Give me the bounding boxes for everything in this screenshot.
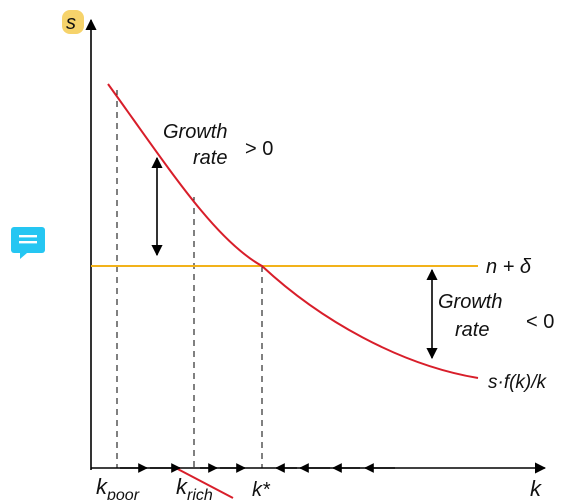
horizontal-line-label: n + δ	[486, 256, 532, 278]
y-label-highlight	[62, 10, 84, 34]
upper-growth-line2: rate	[193, 147, 227, 169]
x-mark-kpoor: kpoor	[96, 474, 140, 500]
curve-label: s·f(k)/k	[488, 372, 548, 393]
lower-growth-line1: Growth	[438, 291, 502, 313]
lower-growth-line2: rate	[455, 319, 489, 341]
red-stroke-mark	[171, 465, 234, 499]
comment-icon	[11, 227, 45, 259]
kpoor-sub: poor	[106, 487, 140, 500]
comment-button[interactable]	[10, 226, 46, 260]
y-axis-label: s	[66, 12, 76, 34]
x-mark-kstar: k*	[252, 479, 271, 500]
x-mark-krich: krich	[176, 474, 213, 500]
kpoor-base: k	[96, 474, 108, 499]
upper-growth-sign: > 0	[245, 138, 273, 160]
x-axis-label: k	[530, 476, 542, 500]
upper-growth-line1: Growth	[163, 121, 227, 143]
lower-growth-sign: < 0	[526, 311, 554, 333]
krich-sub: rich	[187, 487, 213, 500]
krich-base: k	[176, 474, 188, 499]
